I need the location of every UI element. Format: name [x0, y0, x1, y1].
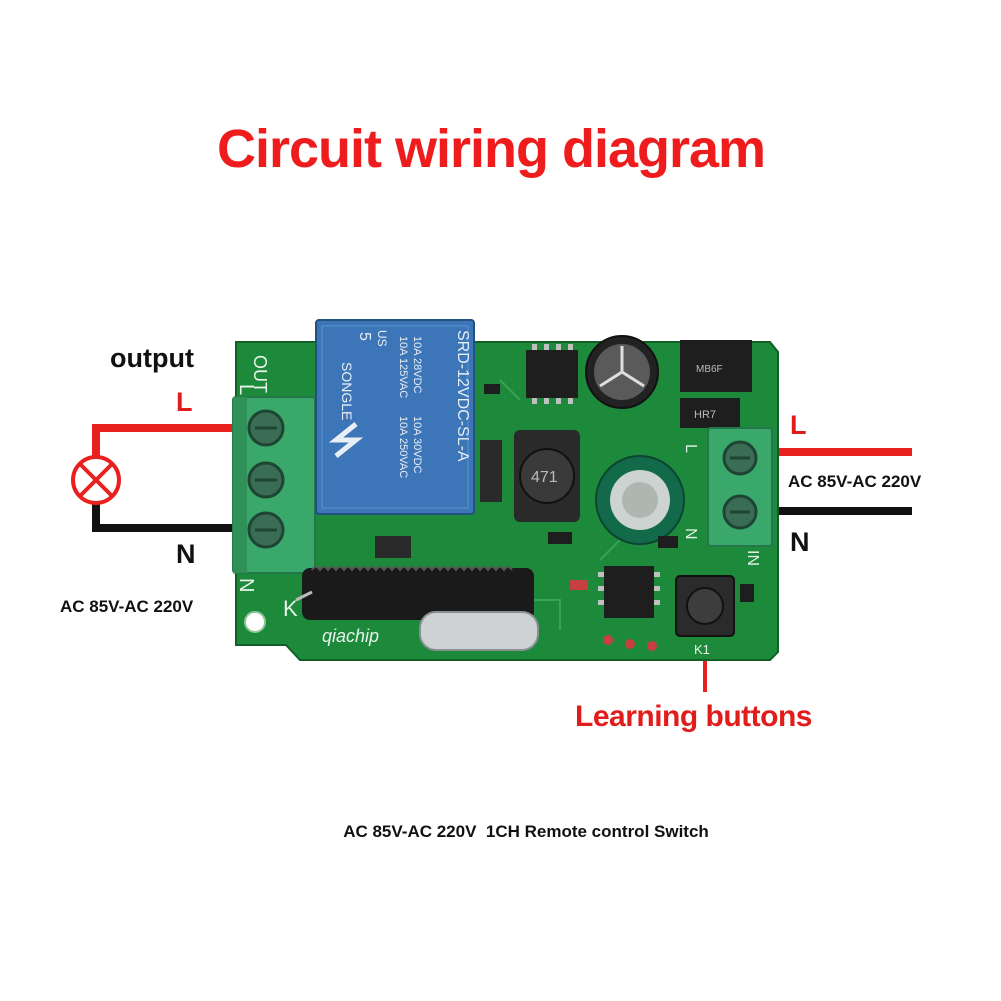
- output-label: output: [110, 343, 194, 373]
- board-ant-k: K: [283, 596, 298, 621]
- right-neutral-label: N: [790, 527, 810, 557]
- mounting-hole: [244, 611, 266, 633]
- relay-model: SRD-12VDC-SL-A: [454, 330, 471, 462]
- capacitor-green: [595, 455, 685, 545]
- right-terminal-block: [707, 427, 773, 547]
- learning-buttons-label: Learning buttons: [575, 700, 812, 733]
- inductor: [514, 430, 580, 522]
- left-terminal-block: [232, 396, 316, 574]
- board-button-label: K1: [694, 642, 710, 657]
- inductor-marking: 471: [531, 469, 558, 486]
- board-pin-L-right: L: [682, 444, 699, 453]
- diode: [480, 440, 502, 502]
- lamp-icon: [71, 455, 121, 505]
- left-live-wire: [92, 424, 232, 457]
- left-voltage-label: AC 85V-AC 220V: [60, 597, 194, 616]
- relay-us: US: [375, 330, 389, 347]
- board-in-marking: IN: [744, 550, 761, 566]
- diode: [375, 536, 411, 558]
- ic-chip: [604, 566, 654, 618]
- solder-pad: [603, 635, 613, 645]
- right-voltage-label: AC 85V-AC 220V: [788, 472, 922, 491]
- smd-component: [658, 536, 678, 548]
- right-live-label: L: [790, 410, 807, 440]
- smd-component: [570, 580, 588, 590]
- relay-rating-2: 10A 125VAC: [397, 336, 409, 398]
- capacitor-top: [585, 335, 659, 409]
- board-out-marking: OUT: [250, 355, 270, 393]
- smd-component: [548, 532, 572, 544]
- relay-number: 5: [356, 332, 373, 341]
- board-pin-N-right: N: [682, 528, 699, 540]
- left-neutral-label: N: [176, 539, 196, 569]
- solder-pad: [647, 641, 657, 651]
- ic-chip: [526, 350, 578, 398]
- bridge-marking: MB6F: [696, 364, 723, 375]
- learning-button[interactable]: [675, 575, 735, 637]
- smd-component: [484, 384, 500, 394]
- relay: [315, 319, 475, 515]
- relay-rating-4: 10A 28VDC: [411, 336, 423, 394]
- relay-rating-3: 10A 30VDC: [411, 416, 423, 474]
- solder-pad: [625, 639, 635, 649]
- page-title: Circuit wiring diagram: [216, 119, 766, 179]
- relay-brand: SONGLE: [339, 362, 355, 420]
- chip-pins: [532, 344, 660, 605]
- resistor: [680, 398, 740, 428]
- resistor-marking: HR7: [694, 409, 716, 421]
- relay-rating-1: 10A 250VAC: [397, 416, 409, 478]
- crystal-oscillator: [419, 611, 539, 651]
- caption: AC 85V-AC 220V 1CH Remote control Switch: [343, 822, 709, 841]
- board-pin-N-left: N: [235, 578, 257, 592]
- left-live-label: L: [176, 387, 193, 417]
- board-pin-L-left: L: [235, 384, 257, 395]
- left-neutral-wire: [92, 503, 236, 532]
- antenna-coil: [295, 566, 534, 620]
- board-maker: qiachip: [322, 626, 379, 646]
- smd-component: [740, 584, 754, 602]
- songle-logo-icon: [328, 422, 364, 458]
- bridge-rectifier: [680, 340, 752, 392]
